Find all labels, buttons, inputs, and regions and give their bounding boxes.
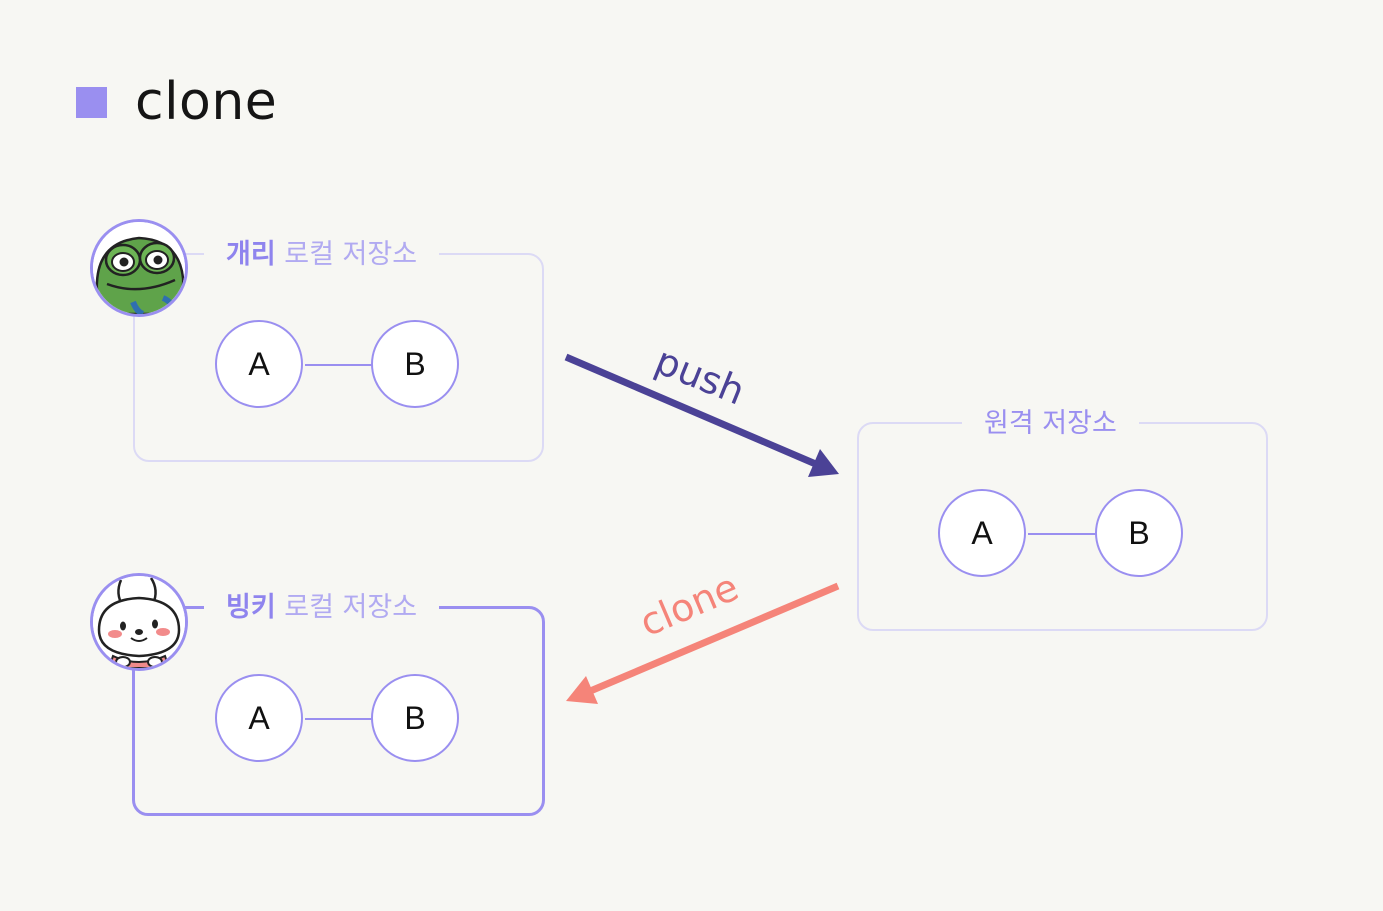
title-text: clone — [135, 72, 278, 132]
remote-commit-b: B — [1095, 489, 1183, 577]
bingki-commit-a: A — [215, 674, 303, 762]
gary-name: 개리 — [226, 239, 276, 270]
gary-repo-suffix: 로컬 저장소 — [284, 239, 418, 270]
bingki-commit-b: B — [371, 674, 459, 762]
remote-repo-label: 원격 저장소 — [962, 407, 1139, 441]
bingki-commit-link — [305, 718, 373, 720]
page-title: clone — [76, 72, 277, 132]
gary-repo-label: 개리 로컬 저장소 — [204, 238, 440, 272]
remote-commit-link — [1028, 533, 1096, 535]
gary-commit-link — [305, 364, 373, 366]
bunny-avatar-icon — [90, 573, 188, 671]
bingki-repo-suffix: 로컬 저장소 — [284, 592, 418, 623]
gary-commit-b: B — [371, 320, 459, 408]
gary-commit-a: A — [215, 320, 303, 408]
bingki-name: 빙키 — [226, 592, 276, 623]
push-arrow — [564, 353, 839, 477]
frog-avatar-icon — [90, 219, 188, 317]
bingki-repo-label: 빙키 로컬 저장소 — [204, 591, 440, 625]
title-square-icon — [76, 86, 107, 118]
remote-commit-a: A — [938, 489, 1026, 577]
clone-arrow — [566, 582, 840, 704]
